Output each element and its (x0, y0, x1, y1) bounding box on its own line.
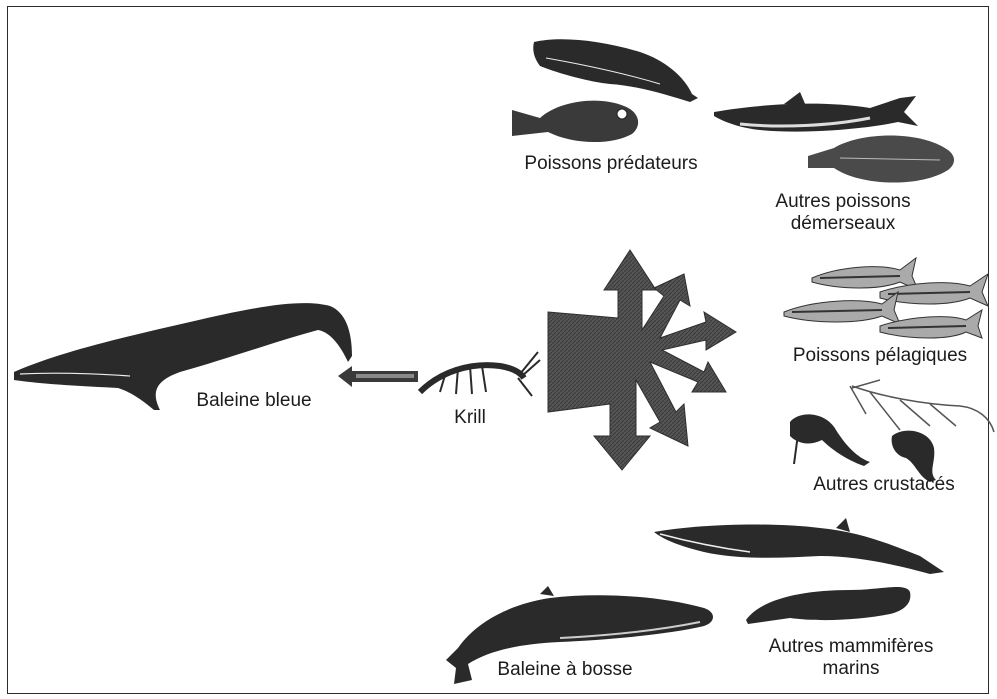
other-marine-mammals-label-line1: Autres mammifères (769, 636, 934, 658)
humpback-whale-label: Baleine à bosse (497, 659, 632, 681)
demersal-fish-label-line2: démerseaux (775, 213, 910, 235)
copepod-icon (790, 414, 936, 482)
demersal-fish-label: Autres poissons démerseaux (775, 191, 910, 235)
minke-whale-icon (654, 518, 944, 574)
other-crustaceans-label: Autres crustacés (813, 474, 955, 496)
other-marine-mammals-label: Autres mammifères marins (769, 636, 934, 680)
shrimp-icon (850, 380, 994, 432)
shark-icon (714, 92, 918, 132)
seal-icon (746, 587, 910, 624)
predator-fish-label: Poissons prédateurs (524, 153, 697, 175)
flatfish-icon (808, 136, 954, 183)
blue-whale-label: Baleine bleue (196, 390, 311, 412)
rockfish-icon (512, 101, 638, 142)
demersal-fish-label-line1: Autres poissons (775, 191, 910, 213)
feeding-arrow-icon (338, 366, 418, 387)
krill-label: Krill (454, 407, 486, 429)
krill-icon (420, 352, 540, 396)
outgoing-arrows-icon (548, 250, 736, 470)
herring-icon (784, 258, 988, 338)
cod-icon (533, 39, 698, 102)
pelagic-fish-label: Poissons pélagiques (793, 345, 967, 367)
other-marine-mammals-label-line2: marins (769, 658, 934, 680)
